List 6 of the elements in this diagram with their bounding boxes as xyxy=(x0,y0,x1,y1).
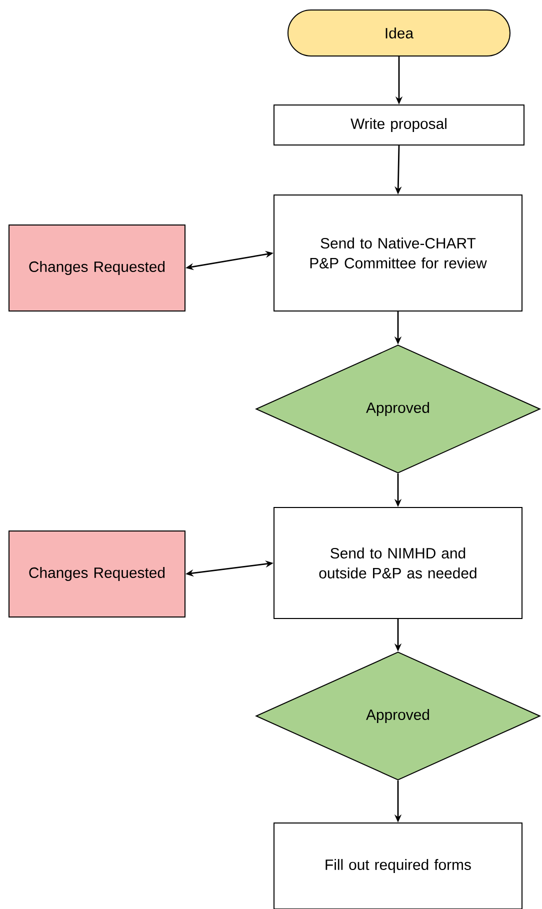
changes-box: Changes Requested xyxy=(8,530,186,618)
changes-box: Changes Requested xyxy=(8,224,186,312)
process-box: Fill out required forms xyxy=(274,822,522,909)
process-box: Send to Native-CHART P&P Committee for review xyxy=(274,194,522,312)
process-box: Write proposal xyxy=(274,104,524,146)
process-box: Send to NIMHD and outside P&P as needed xyxy=(274,507,522,619)
